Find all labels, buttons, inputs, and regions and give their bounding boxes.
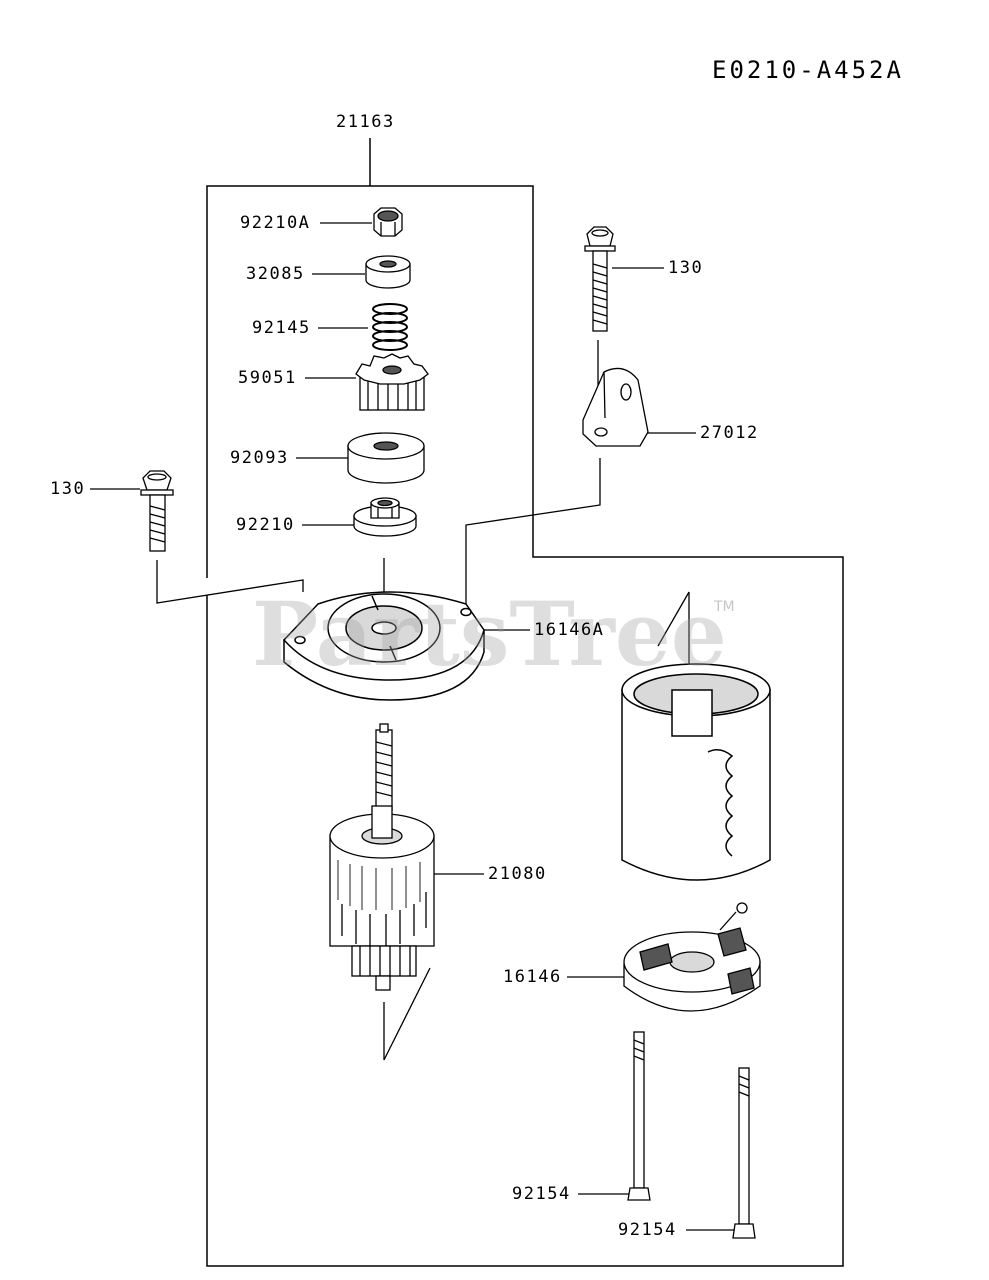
through-bolt-92154-a (627, 1031, 651, 1201)
callout-92145[interactable]: 92145 (252, 318, 311, 338)
end-cover-16146a (282, 591, 485, 701)
collar-32085 (365, 255, 411, 289)
watermark-trademark: TM (714, 599, 735, 615)
bolt-130-right (584, 226, 616, 332)
assembly-outline (206, 138, 844, 1267)
nut-92210a (373, 207, 403, 237)
callout-32085[interactable]: 32085 (246, 264, 305, 284)
callout-130-right[interactable]: 130 (668, 258, 704, 278)
callout-92210a[interactable]: 92210A (240, 213, 311, 233)
callout-16146[interactable]: 16146 (503, 967, 562, 987)
callout-92093[interactable]: 92093 (230, 448, 289, 468)
callout-21163[interactable]: 21163 (336, 112, 395, 132)
callout-16146a[interactable]: 16146A (534, 620, 605, 640)
callout-59051[interactable]: 59051 (238, 368, 297, 388)
callout-21080[interactable]: 21080 (488, 864, 547, 884)
callout-130-left[interactable]: 130 (50, 479, 86, 499)
brush-holder-16146 (623, 902, 761, 1012)
through-bolt-92154-b (732, 1067, 756, 1239)
bracket-27012 (582, 367, 649, 447)
watermark-text: PartsTree (252, 582, 727, 686)
callout-92154-a[interactable]: 92154 (512, 1184, 571, 1204)
callout-92154-b[interactable]: 92154 (618, 1220, 677, 1240)
spring-92145 (372, 303, 408, 351)
diagram-code: E0210-A452A (712, 56, 904, 84)
bolt-130-left (140, 470, 174, 552)
drive-nut-92210 (353, 497, 417, 537)
washer-92093 (347, 432, 425, 484)
callout-27012[interactable]: 27012 (700, 423, 759, 443)
callout-92210[interactable]: 92210 (236, 515, 295, 535)
yoke-housing (621, 663, 771, 881)
pinion-gear-59051 (355, 353, 429, 411)
armature-21080 (329, 723, 435, 991)
